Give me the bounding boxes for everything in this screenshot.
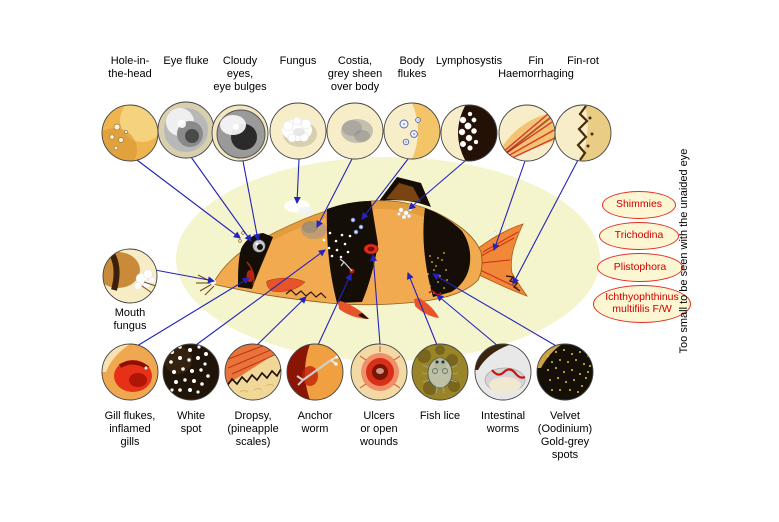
band-mid [326,201,378,303]
microscopic-item-plistophora: Plistophora [597,253,683,282]
inset-ulcers-illustration [350,343,408,401]
arrow-fish-lice [406,272,438,346]
microscopic-item-shimmies: Shimmies [602,191,676,219]
label-body-flukes: Body flukes [397,55,427,80]
label-velvet: Velvet (Oodinium) Gold-grey spots [537,410,593,461]
white-spot-marks [321,231,352,259]
label-fungus: Fungus [279,55,317,67]
label-fish-lice: Fish lice [419,410,461,422]
arrow-mouth-fungus [154,269,216,284]
inset-dropsy-illustration [224,343,282,401]
inset-anchor-worm-illustration [286,343,344,401]
label-costia: Costia, grey sheen over body [327,55,383,93]
inset-intestinal-worms-illustration [474,343,532,401]
label-intestinal-worms: Intestinal worms [480,410,526,435]
inset-hole-in-the-head-illustration [101,104,159,162]
label-white-spot: White spot [176,410,206,435]
microscopic-item-ichthyophthinus: Ichthyophthinus multifilis F/W [593,285,691,323]
fish-illustration [196,177,529,319]
label-ulcers: Ulcers or open wounds [360,410,398,448]
arrow-lymphosystis [408,160,466,210]
label-fin-haemorrhaging: Fin Haemorrhaging [498,55,574,80]
label-hole-in-the-head: Hole-in- the-head [108,55,152,80]
microscopic-note: Too small to be seen with the unaided ey… [678,148,690,354]
arrow-eye-fluke [190,156,252,242]
label-fin-rot: Fin-rot [567,55,599,67]
arrow-anchor-worm [317,273,352,346]
inset-lymphosystis-illustration [440,104,498,162]
arrow-hole-in-the-head [136,159,241,239]
label-dropsy: Dropsy, (pineapple scales) [227,410,279,448]
dropsy-scale-edge [285,289,327,299]
inset-gill-flukes-illustration [101,343,159,401]
inset-costia-illustration [326,102,384,160]
label-lymphosystis: Lymphosystis [435,55,503,67]
arrow-intestinal-worms [436,294,499,347]
microscopic-item-trichodina: Trichodina [599,222,679,250]
arrow-fin-rot [512,159,579,285]
label-gill-flukes: Gill flukes, inflamed gills [104,410,156,448]
arrow-dropsy [256,296,307,346]
inset-fin-rot-illustration [554,104,612,162]
inset-white-spot-illustration [162,343,220,401]
arrow-fin-haemorrhaging [492,160,526,252]
label-mouth-fungus: Mouth fungus [113,307,147,332]
arrow-costia [316,158,353,228]
inset-fish-lice-illustration [411,343,469,401]
arrow-cloudy-eyes [242,160,261,242]
inset-fungus-illustration [269,102,327,160]
label-eye-fluke: Eye fluke [163,55,209,67]
arrow-body-flukes [361,158,409,220]
label-anchor-worm: Anchor worm [297,410,333,435]
inset-eye-fluke-illustration [157,101,215,159]
arrow-fungus [293,158,301,205]
arrows [136,156,579,348]
inset-body-flukes-illustration [383,102,441,160]
label-cloudy-eyes: Cloudy eyes, eye bulges [213,55,267,93]
inset-velvet-illustration [536,343,594,401]
body-fluke-marks [350,217,364,235]
inset-fin-haemorrhaging-illustration [498,104,556,162]
inset-mouth-fungus-illustration [102,248,158,304]
arrow-white-spot [195,249,326,346]
arrow-ulcers [369,253,381,345]
inset-cloudy-eyes-illustration [211,104,269,162]
arrow-gill-flukes [136,277,250,347]
arrow-velvet [432,273,559,348]
